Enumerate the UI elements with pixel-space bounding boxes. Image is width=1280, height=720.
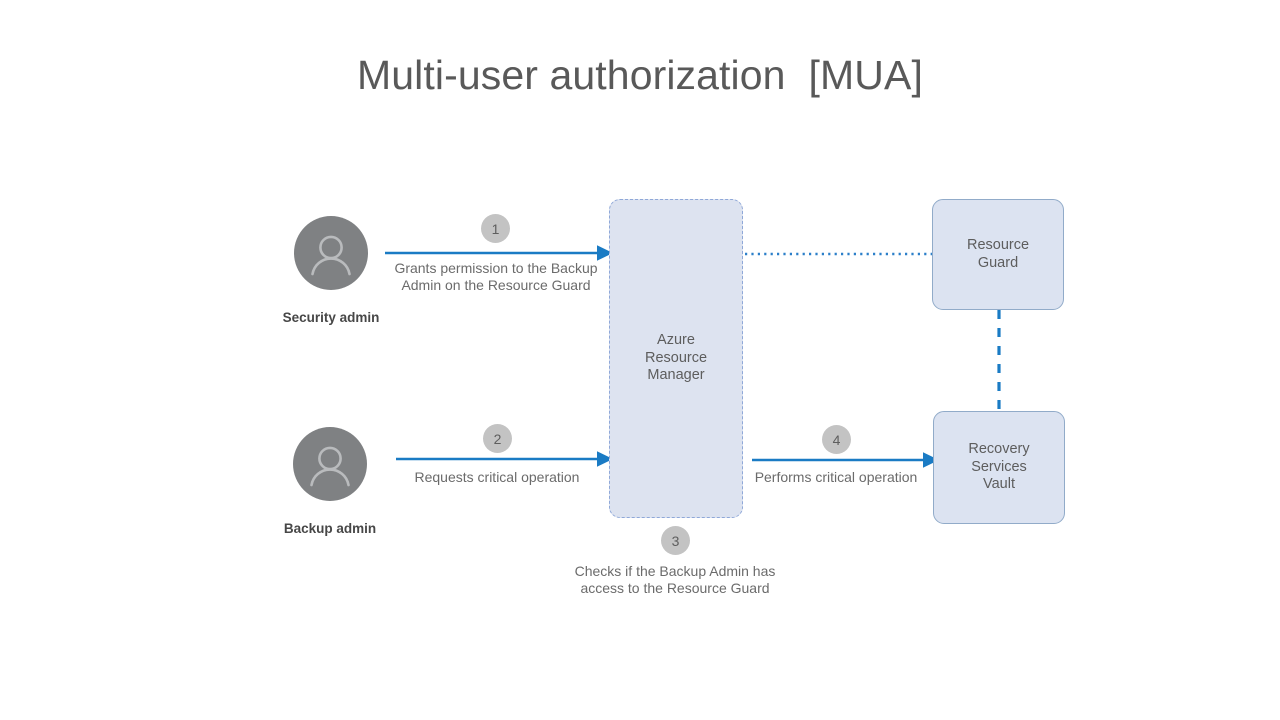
actor-label-backup-admin: Backup admin — [283, 521, 377, 536]
step-label-2: Requests critical operation — [414, 469, 580, 485]
step-badge-2: 2 — [483, 424, 512, 453]
step-badge-3: 3 — [661, 526, 690, 555]
step-label-4: Performs critical operation — [754, 469, 918, 485]
step-number-3: 3 — [671, 532, 680, 549]
actor-security-admin: Security admin — [283, 216, 379, 325]
box-resource-guard[interactable]: Resource Guard — [932, 199, 1064, 310]
box-label-azure-resource-manager: Azure Resource Manager — [644, 332, 708, 384]
actor-label-security-admin: Security admin — [282, 310, 380, 325]
box-label-resource-guard: Resource Guard — [966, 237, 1030, 271]
person-avatar-icon — [311, 235, 351, 276]
avatar — [294, 216, 368, 290]
box-recovery-services-vault[interactable]: Recovery Services Vault — [933, 411, 1065, 524]
step-label-1: Grants permission to the Backup Admin on… — [394, 260, 598, 293]
step-badge-1: 1 — [481, 214, 510, 243]
person-avatar-icon — [310, 446, 350, 487]
step-label-3: Checks if the Backup Admin has access to… — [574, 563, 776, 596]
box-azure-resource-manager[interactable]: Azure Resource Manager — [609, 199, 743, 518]
avatar — [293, 427, 367, 501]
step-badge-4: 4 — [822, 425, 851, 454]
box-label-recovery-services-vault: Recovery Services Vault — [968, 441, 1030, 493]
actor-backup-admin: Backup admin — [284, 427, 376, 536]
step-number-4: 4 — [832, 431, 841, 448]
page-title: Multi-user authorization [MUA] — [357, 52, 923, 98]
step-number-1: 1 — [491, 220, 500, 237]
step-number-2: 2 — [493, 430, 502, 447]
